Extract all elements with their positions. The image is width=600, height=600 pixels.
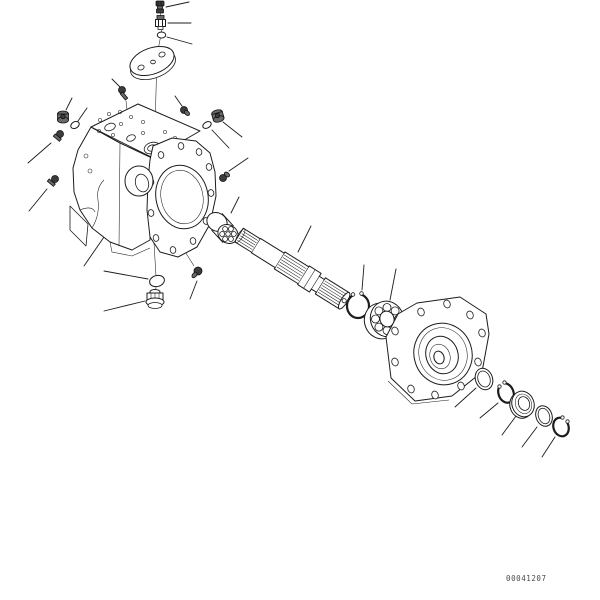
o-ring-rear [521, 405, 553, 448]
cover-bore-rings [413, 322, 473, 386]
snap-ring-front [345, 264, 371, 320]
bolt-left-mid [27, 130, 64, 164]
leader-line [103, 300, 146, 312]
leader-line [83, 236, 105, 267]
drive-shaft [234, 225, 351, 310]
bolt-top-right [174, 95, 190, 116]
leader-line [521, 426, 538, 448]
socket-plug-right [211, 109, 243, 138]
drain-plug-bottom [103, 289, 165, 312]
pump-housing [69, 103, 217, 267]
leader-line [454, 387, 477, 408]
leader-line [501, 415, 517, 436]
breather-valve [155, 0, 190, 14]
leader-line [230, 196, 240, 214]
leader-line [111, 78, 121, 88]
leader-line [27, 142, 52, 164]
leader-line [389, 268, 397, 301]
leader-line [189, 280, 198, 300]
o-ring-left [70, 107, 88, 130]
snap-ring-mid [479, 380, 515, 419]
leader-line [541, 436, 556, 458]
bolt-top [111, 78, 129, 101]
leader-line [297, 225, 312, 253]
cover-plate [129, 45, 176, 81]
leader-line [165, 1, 190, 8]
bolt-bottom [189, 266, 203, 300]
leader-line [479, 402, 499, 419]
o-ring-top [156, 31, 193, 45]
roller-bearing [206, 196, 240, 244]
leader-line [211, 129, 230, 149]
leader-line [174, 95, 183, 107]
leader-line [361, 264, 365, 291]
leader-line [228, 157, 249, 172]
figure-number: 00041207 [506, 574, 547, 583]
o-ring-bottom [103, 270, 165, 288]
leader-line [28, 188, 48, 212]
roller-elements [219, 226, 237, 242]
bolt-left-lower [28, 175, 59, 212]
hex-plug-top [155, 15, 192, 30]
leader-line [77, 107, 88, 122]
leader-line [222, 121, 243, 138]
leader-line [166, 36, 193, 45]
end-cover [385, 296, 490, 405]
cover-bolt-holes [391, 299, 486, 400]
snap-ring-rear [541, 415, 570, 458]
leader-line [103, 270, 149, 280]
socket-plug-left [57, 97, 73, 124]
oil-seal [501, 390, 535, 436]
backup-ring [454, 367, 494, 408]
bolt-right-mid [219, 157, 249, 182]
leader-line [65, 97, 73, 111]
o-ring-right [202, 121, 230, 149]
top-face-holes [97, 110, 177, 140]
